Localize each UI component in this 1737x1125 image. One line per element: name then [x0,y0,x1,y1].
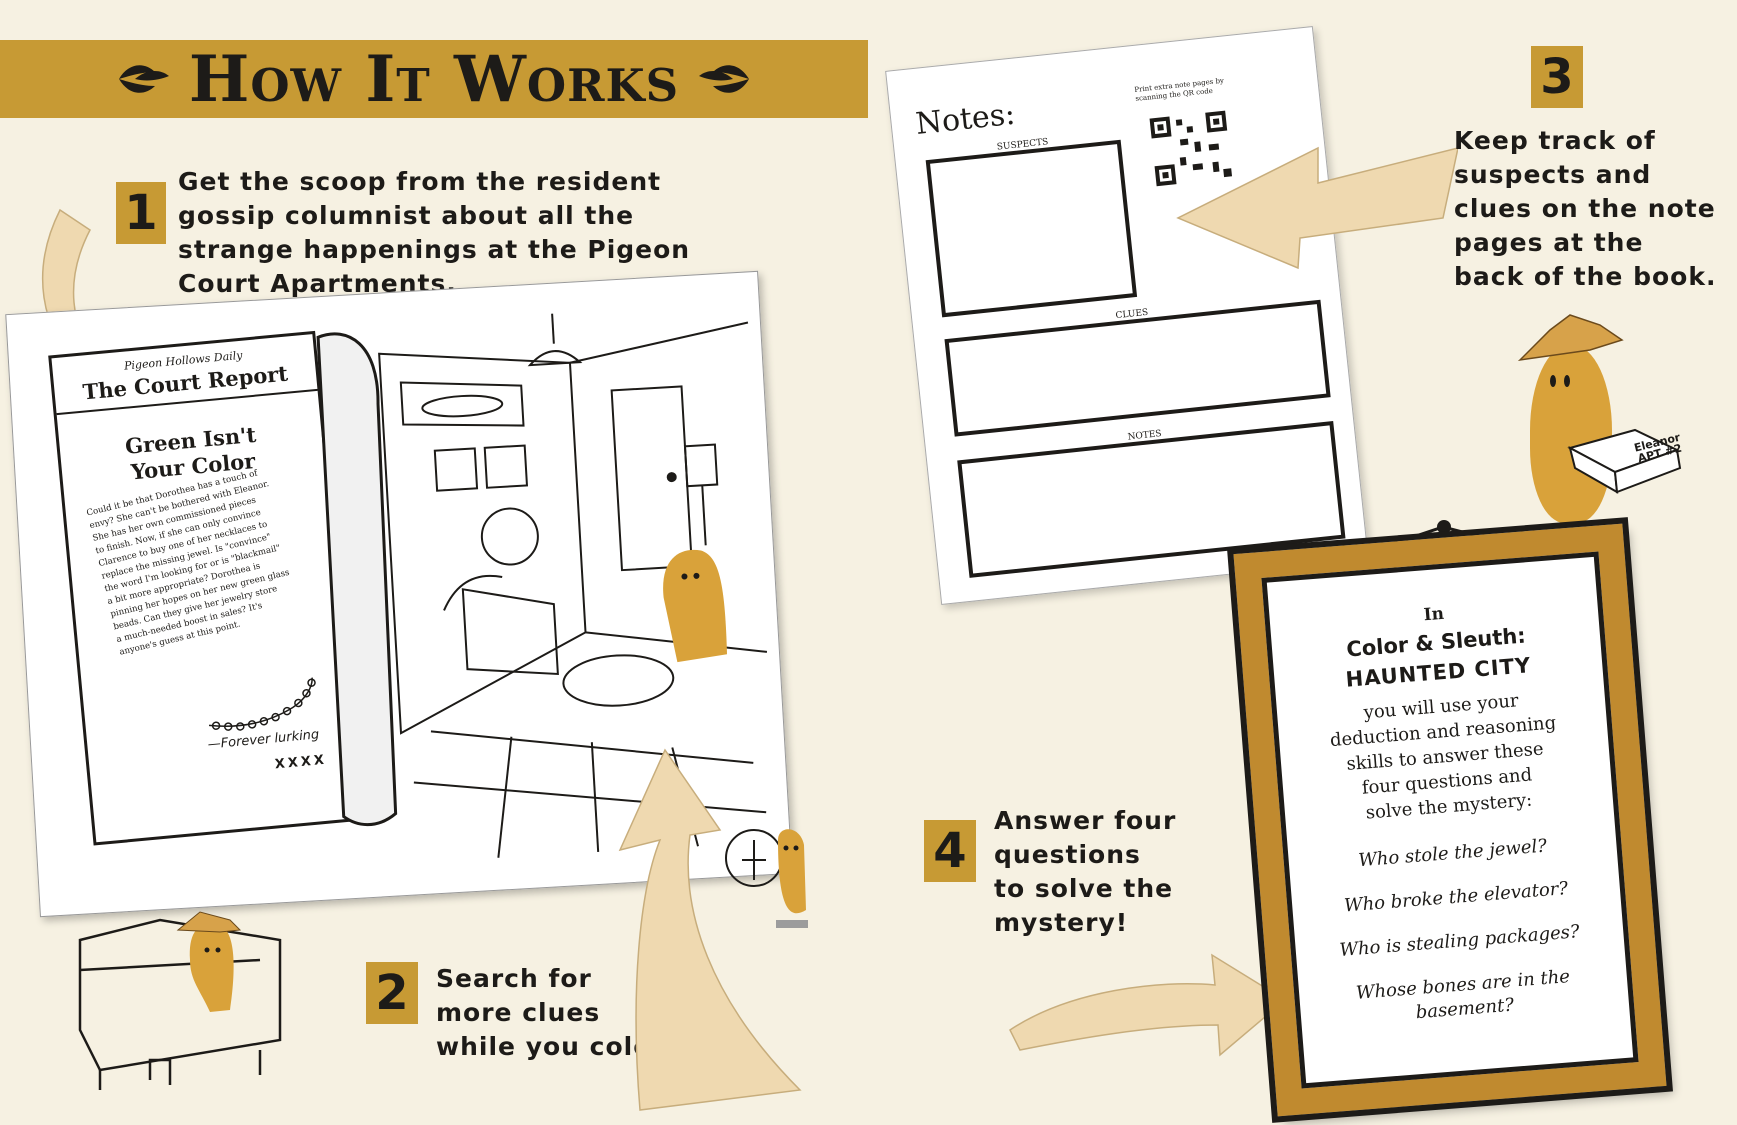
page-curl-icon [316,332,398,827]
step-3-line: pages at the [1454,228,1644,257]
clues-box: CLUES [944,299,1331,437]
notes-hint: Print extra note pages by scanning the Q… [1134,76,1225,103]
step-4-line: mystery! [994,908,1129,937]
step-2-text: Search for more clues while you color. [436,962,686,1064]
pigeon-detective [1530,345,1612,523]
step-1-text: Get the scoop from the resident gossip c… [178,165,698,301]
step-4-number: 4 [924,820,976,882]
newspaper-kisses: XXXX [274,752,328,773]
couch-pigeon-sketch [78,911,282,1090]
step-3-text: Keep track of suspects and clues on the … [1454,124,1724,294]
leaf-ornament-right-icon [699,65,750,93]
step-4-line: questions [994,840,1141,869]
coloring-page-illustration: Pigeon Hollows Daily The Court Report Gr… [5,270,793,918]
newspaper-article: Could it be that Dorothea has a touch of… [85,456,341,660]
up-arrow-icon [618,748,802,1111]
pigeon-eye [1564,375,1570,387]
frame-body: you will use your deduction and reasonin… [1282,682,1609,832]
step-3-line: Keep track of [1454,126,1656,155]
newspaper-page: Pigeon Hollows Daily The Court Report Gr… [48,330,361,846]
step-2-line: Search for [436,964,592,993]
step-4-text: Answer four questions to solve the myste… [994,804,1214,940]
step-4-line: to solve the [994,874,1174,903]
left-arrow-icon [1176,146,1458,270]
notes-page-illustration: Notes: Print extra note pages by scannin… [885,25,1369,606]
step-2-line: while you color. [436,1032,672,1061]
step-3-line: suspects and [1454,160,1652,189]
step-4-line: Answer four [994,806,1177,835]
leaf-ornament-left-icon [118,65,169,93]
pigeon-with-fan-sketch [725,829,808,928]
step-1-line: Get the scoop from the resident [178,167,662,196]
cowboy-hat-icon [1517,314,1624,362]
step-3-line: back of the book. [1454,262,1717,291]
step-3-line: clues on the note [1454,194,1716,223]
step-1-number: 1 [116,182,166,244]
step-3-number: 3 [1531,46,1583,108]
living-room-sketch [378,313,768,858]
step-2-line: more clues [436,998,601,1027]
banner-heading: How It Works [0,40,868,118]
page-title: How It Works [188,41,680,117]
bead-necklace-icon [208,677,316,731]
nail-icon [1437,520,1451,534]
framed-mystery-sign: In Color & Sleuth: HAUNTED CITY you will… [1226,517,1674,1123]
notes-title: Notes: [914,96,1017,142]
package-box-icon [1567,428,1682,494]
qr-code-icon [1147,108,1235,189]
step-1-line: strange happenings at the Pigeon [178,235,691,264]
step-2-number: 2 [366,962,418,1024]
pigeon-eye [1550,375,1556,387]
step-1-line: gossip columnist about all the [178,201,635,230]
suspects-box: SUSPECTS [925,137,1138,318]
right-arrow-icon [1009,953,1287,1057]
